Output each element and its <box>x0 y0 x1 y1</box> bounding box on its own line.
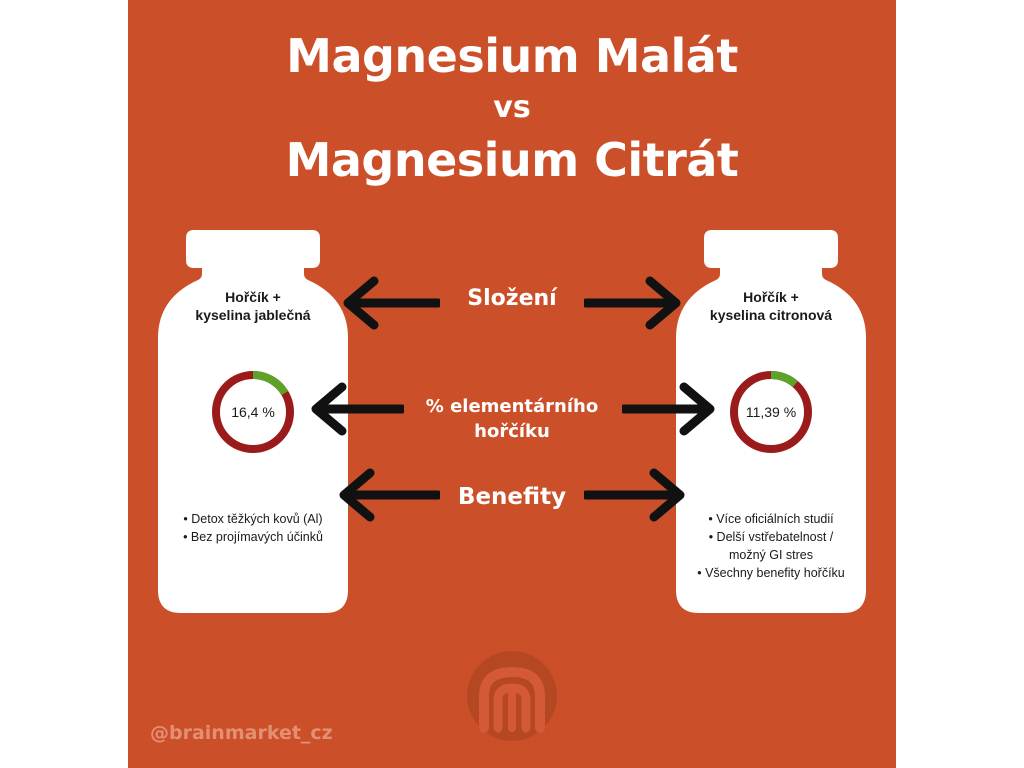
label-benefits: Benefity <box>457 484 567 510</box>
bottle-citrate: Hořčík + kyselina citronová 11,39 % • Ví… <box>676 230 866 613</box>
benefits-list: • Detox těžkých kovů (Al) • Bez projímav… <box>158 510 348 546</box>
percent-value: 16,4 % <box>231 404 275 420</box>
bottle-malate: Hořčík + kyselina jablečná 16,4 % • Deto… <box>158 230 348 613</box>
percent-ring: 11,39 % <box>727 368 815 456</box>
percent-value: 11,39 % <box>745 404 797 420</box>
infographic-canvas: Magnesium Malát vs Magnesium Citrát Hořč… <box>128 0 896 768</box>
benefit-item: • Bez projímavých účinků <box>183 530 323 544</box>
ring-fill <box>730 371 812 453</box>
ring-fill <box>212 371 294 453</box>
title-line-2: Magnesium Citrát <box>285 133 739 187</box>
title-vs: vs <box>493 90 531 125</box>
arrow-right-icon <box>622 382 715 436</box>
benefit-item: • Více oficiálních studií <box>708 512 834 526</box>
arrow-left-icon <box>311 382 404 436</box>
arrow-left-icon <box>343 276 440 330</box>
composition-text: Hořčík + kyselina citronová <box>676 288 866 324</box>
arrow-left-icon <box>339 468 440 522</box>
benefit-item: možný GI stres <box>728 548 814 562</box>
bottle-shape <box>676 230 866 613</box>
composition-line-1: Hořčík + <box>743 289 799 305</box>
label-composition: Složení <box>467 286 557 311</box>
label-elemental-line-1: % elementárního <box>425 396 599 417</box>
benefit-item: • Všechny benefity hořčíku <box>697 566 845 580</box>
composition-line-2: kyselina citronová <box>709 307 833 323</box>
benefit-item: • Detox těžkých kovů (Al) <box>183 512 323 526</box>
composition-line-2: kyselina jablečná <box>195 307 311 323</box>
composition-text: Hořčík + kyselina jablečná <box>158 288 348 324</box>
label-elemental: % elementárního hořčíku <box>398 394 626 444</box>
composition-line-1: Hořčík + <box>225 289 281 305</box>
title-line-1: Magnesium Malát <box>286 29 738 83</box>
social-handle: @brainmarket_cz <box>150 722 333 744</box>
label-elemental-line-2: hořčíku <box>474 421 550 442</box>
benefits-list: • Více oficiálních studií • Delší vstřeb… <box>676 510 866 582</box>
arrow-right-icon <box>584 468 685 522</box>
benefit-item: • Delší vstřebatelnost / <box>708 530 834 544</box>
percent-ring: 16,4 % <box>209 368 297 456</box>
arrow-right-icon <box>584 276 681 330</box>
bottle-shape <box>158 230 348 613</box>
brainmarket-logo-icon <box>467 651 557 741</box>
